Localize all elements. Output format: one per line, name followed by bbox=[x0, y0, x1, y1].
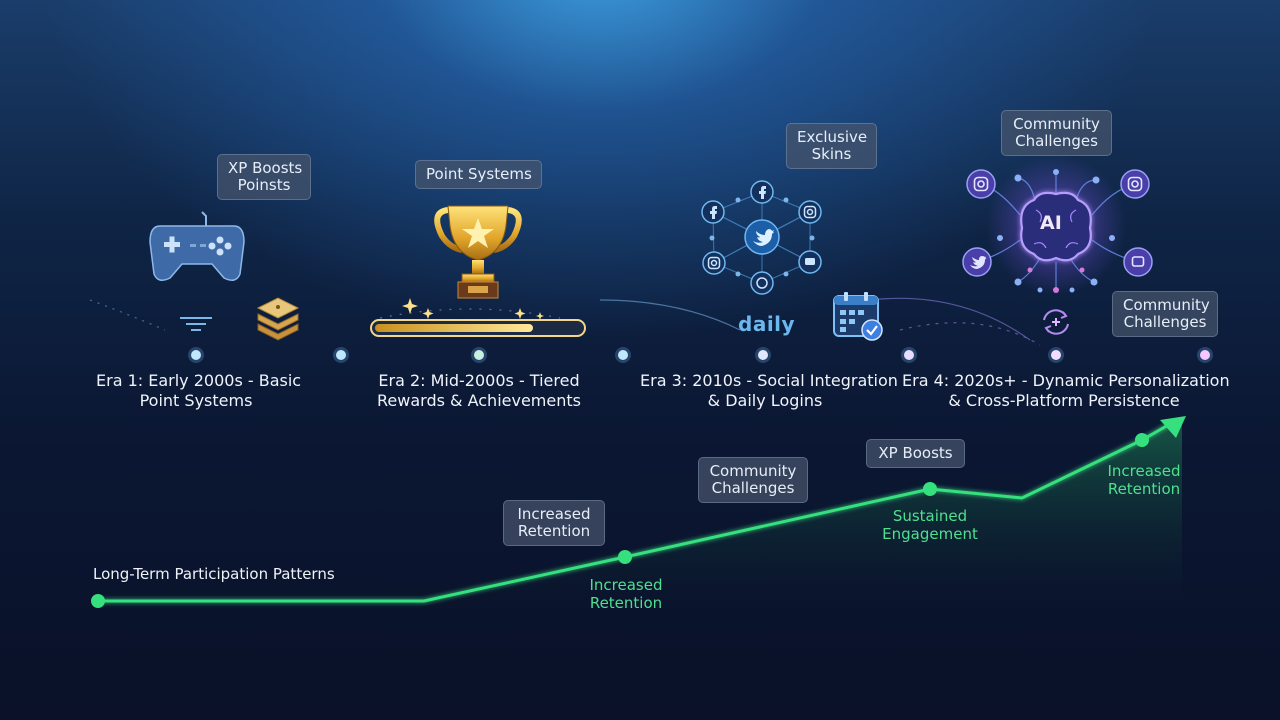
green1-line1: Increased bbox=[589, 576, 663, 594]
era3-tag-line2: Skins bbox=[811, 145, 852, 163]
growth-point bbox=[1135, 433, 1149, 447]
era3-tag-line1: Exclusive bbox=[797, 128, 868, 146]
sparkle-icon bbox=[402, 298, 544, 320]
growth-box1-line2: Retention bbox=[517, 522, 591, 540]
era4-side-tag: Community Challenges bbox=[1112, 291, 1218, 337]
era3-label-line1: Era 3: 2010s - Social Integration bbox=[640, 371, 898, 390]
timeline-node bbox=[474, 350, 484, 360]
facebook-icon bbox=[701, 200, 725, 224]
timeline-node bbox=[758, 350, 768, 360]
growth-point bbox=[618, 550, 632, 564]
badge-icon bbox=[750, 271, 774, 295]
growth-area bbox=[98, 420, 1182, 610]
green2-line1: Sustained bbox=[892, 507, 968, 525]
calendar-check-icon bbox=[833, 292, 883, 341]
growth-point bbox=[91, 594, 105, 608]
sync-icon bbox=[1043, 309, 1069, 335]
daily-text: daily bbox=[738, 312, 796, 336]
growth-box-xp: XP Boosts bbox=[866, 439, 965, 468]
growth-box2-line1: Community bbox=[709, 462, 797, 480]
ai-text: AI bbox=[1040, 212, 1062, 234]
growth-point bbox=[923, 482, 937, 496]
era1-label: Era 1: Early 2000s - Basic Point Systems bbox=[96, 371, 302, 411]
era1-tag-line2: Poinsts bbox=[237, 176, 291, 194]
chat-icon bbox=[798, 250, 822, 274]
stack-icon bbox=[256, 297, 300, 341]
timeline-node bbox=[336, 350, 346, 360]
twitter-icon bbox=[962, 247, 992, 277]
ai-brain-network bbox=[976, 155, 1139, 295]
growth-label-retention-1: Increased Retention bbox=[571, 576, 681, 612]
era3-label: Era 3: 2010s - Social Integration & Dail… bbox=[640, 371, 898, 411]
instagram-icon bbox=[702, 251, 726, 275]
era3-tag: Exclusive Skins bbox=[786, 123, 877, 169]
era1-tag-line1: XP Boosts bbox=[228, 159, 303, 177]
growth-box-community: Community Challenges bbox=[698, 457, 808, 503]
era4-tag: Community Challenges bbox=[1001, 110, 1112, 156]
era1-label-line1: Era 1: Early 2000s - Basic bbox=[96, 371, 302, 390]
era4-tag-line1: Community bbox=[1013, 115, 1100, 133]
instagram-icon bbox=[1120, 169, 1150, 199]
twitter-icon bbox=[744, 219, 780, 255]
growth-box3-text: XP Boosts bbox=[878, 444, 953, 462]
growth-box2-line2: Challenges bbox=[711, 479, 795, 497]
green2-line2: Engagement bbox=[882, 525, 978, 543]
era2-tag: Point Systems bbox=[415, 160, 542, 189]
instagram-icon bbox=[798, 200, 822, 224]
era4-label-line1: Era 4: 2020s+ - Dynamic Personalization bbox=[902, 371, 1230, 390]
era2-tag-text: Point Systems bbox=[426, 165, 532, 183]
timeline-node bbox=[1051, 350, 1061, 360]
green3-line1: Increased bbox=[1107, 462, 1181, 480]
instagram-icon bbox=[966, 169, 996, 199]
signal-icon bbox=[180, 317, 212, 331]
participation-growth-chart bbox=[91, 416, 1186, 610]
era2-label: Era 2: Mid-2000s - Tiered Rewards & Achi… bbox=[374, 371, 584, 411]
facebook-icon bbox=[750, 180, 774, 204]
era4-label-line2: & Cross-Platform Persistence bbox=[948, 391, 1180, 410]
era2-label-line2: Rewards & Achievements bbox=[377, 391, 581, 410]
era4-side-tag-line1: Community bbox=[1123, 296, 1210, 314]
timeline-node bbox=[1200, 350, 1210, 360]
timeline-node bbox=[904, 350, 914, 360]
timeline-node bbox=[618, 350, 628, 360]
chat-icon bbox=[1123, 247, 1153, 277]
growth-arrow-icon bbox=[1160, 416, 1186, 438]
growth-label-engagement: Sustained Engagement bbox=[870, 507, 990, 543]
green1-line2: Retention bbox=[589, 594, 663, 612]
timeline-node bbox=[191, 350, 201, 360]
growth-box1-line1: Increased bbox=[517, 505, 591, 523]
participation-title: Long-Term Participation Patterns bbox=[93, 565, 335, 583]
era3-label-line2: & Daily Logins bbox=[707, 391, 823, 410]
growth-box-retention: Increased Retention bbox=[503, 500, 605, 546]
era4-label: Era 4: 2020s+ - Dynamic Personalization … bbox=[902, 371, 1230, 411]
era1-label-line2: Point Systems bbox=[139, 391, 253, 410]
progress-bar-icon bbox=[370, 319, 586, 337]
decorative-swooshes bbox=[89, 297, 1041, 346]
growth-label-retention-2: Increased Retention bbox=[1092, 462, 1196, 498]
trophy-icon bbox=[434, 205, 522, 299]
era-timeline bbox=[64, 347, 1213, 363]
green3-line2: Retention bbox=[1107, 480, 1181, 498]
era4-side-tag-line2: Challenges bbox=[1123, 313, 1207, 331]
era2-label-line1: Era 2: Mid-2000s - Tiered bbox=[378, 371, 580, 390]
era4-tag-line2: Challenges bbox=[1015, 132, 1098, 150]
era1-tag: XP Boosts Poinsts bbox=[217, 154, 311, 200]
gamepad-icon bbox=[149, 211, 245, 281]
